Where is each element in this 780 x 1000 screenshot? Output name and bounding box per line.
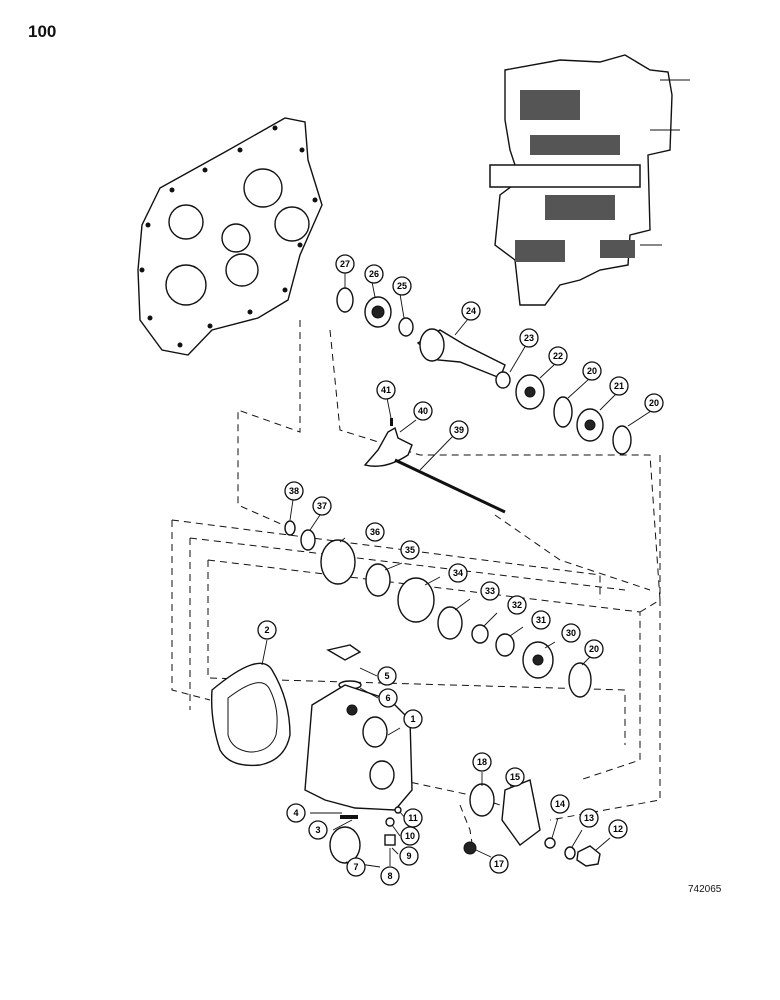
- callout-34: 34: [448, 563, 468, 583]
- callout-12: 12: [608, 819, 628, 839]
- callout-15: 15: [505, 767, 525, 787]
- callout-6: 6: [378, 688, 398, 708]
- svg-text:37: 37: [317, 501, 327, 511]
- svg-text:5: 5: [384, 671, 389, 681]
- callout-20a: 20: [582, 361, 602, 381]
- svg-text:31: 31: [536, 615, 546, 625]
- callout-32: 32: [507, 595, 527, 615]
- callout-10: 10: [400, 826, 420, 846]
- svg-text:20: 20: [649, 398, 659, 408]
- svg-text:20: 20: [587, 366, 597, 376]
- drawing-id: 742065: [688, 884, 722, 895]
- page-number: 100: [28, 22, 57, 41]
- svg-text:34: 34: [453, 568, 463, 578]
- svg-text:21: 21: [614, 381, 624, 391]
- callout-41: 41: [376, 380, 396, 400]
- svg-text:10: 10: [405, 831, 415, 841]
- callout-23: 23: [519, 328, 539, 348]
- svg-text:32: 32: [512, 600, 522, 610]
- svg-text:30: 30: [566, 628, 576, 638]
- callout-17: 17: [489, 854, 509, 874]
- case-assembly: [304, 644, 601, 867]
- sectional-view: [489, 54, 690, 306]
- callout-11: 11: [403, 808, 423, 828]
- svg-text:27: 27: [340, 259, 350, 269]
- callout-3: 3: [308, 820, 328, 840]
- callout-20b: 20: [644, 393, 664, 413]
- svg-text:38: 38: [289, 486, 299, 496]
- callout-14: 14: [550, 794, 570, 814]
- callout-1: 1: [403, 709, 423, 729]
- svg-text:35: 35: [405, 545, 415, 555]
- callout-24: 24: [461, 301, 481, 321]
- svg-text:7: 7: [353, 862, 358, 872]
- callout-9: 9: [399, 846, 419, 866]
- assembly-lines: [171, 320, 661, 844]
- svg-text:33: 33: [485, 586, 495, 596]
- svg-text:39: 39: [454, 425, 464, 435]
- svg-text:40: 40: [418, 406, 428, 416]
- svg-text:12: 12: [613, 824, 623, 834]
- callout-20c: 20: [584, 639, 604, 659]
- upper-shaft-parts: [336, 287, 632, 455]
- callout-40: 40: [413, 401, 433, 421]
- callout-39: 39: [449, 420, 469, 440]
- svg-text:14: 14: [555, 799, 565, 809]
- callout-21: 21: [609, 376, 629, 396]
- svg-text:3: 3: [315, 825, 320, 835]
- svg-text:17: 17: [494, 859, 504, 869]
- svg-text:25: 25: [397, 281, 407, 291]
- svg-text:13: 13: [584, 813, 594, 823]
- callout-36: 36: [365, 522, 385, 542]
- callout-22: 22: [548, 346, 568, 366]
- svg-text:23: 23: [524, 333, 534, 343]
- svg-text:36: 36: [370, 527, 380, 537]
- svg-text:11: 11: [408, 813, 418, 823]
- svg-text:6: 6: [385, 693, 390, 703]
- callout-5: 5: [377, 666, 397, 686]
- callout-7: 7: [346, 857, 366, 877]
- svg-text:20: 20: [589, 644, 599, 654]
- svg-text:2: 2: [264, 625, 269, 635]
- svg-text:15: 15: [510, 772, 520, 782]
- gasket: [210, 662, 291, 767]
- svg-text:24: 24: [466, 306, 476, 316]
- svg-text:8: 8: [387, 871, 392, 881]
- callout-2: 2: [257, 620, 277, 640]
- housing-plate: [137, 117, 323, 356]
- svg-text:9: 9: [406, 851, 411, 861]
- svg-text:18: 18: [477, 757, 487, 767]
- lower-gear-parts: [284, 520, 592, 698]
- callout-35: 35: [400, 540, 420, 560]
- callout-38: 38: [284, 481, 304, 501]
- callout-37: 37: [312, 496, 332, 516]
- callout-13: 13: [579, 808, 599, 828]
- callout-33: 33: [480, 581, 500, 601]
- callout-18: 18: [472, 752, 492, 772]
- callout-25: 25: [392, 276, 412, 296]
- shift-fork-rail: [363, 418, 506, 514]
- callout-27: 27: [335, 254, 355, 274]
- svg-text:41: 41: [381, 385, 391, 395]
- callout-31: 31: [531, 610, 551, 630]
- svg-text:1: 1: [410, 714, 415, 724]
- svg-text:22: 22: [553, 351, 563, 361]
- callout-26: 26: [364, 264, 384, 284]
- callout-8: 8: [380, 866, 400, 886]
- callout-30: 30: [561, 623, 581, 643]
- svg-text:26: 26: [369, 269, 379, 279]
- callout-4: 4: [286, 803, 306, 823]
- svg-text:4: 4: [293, 808, 298, 818]
